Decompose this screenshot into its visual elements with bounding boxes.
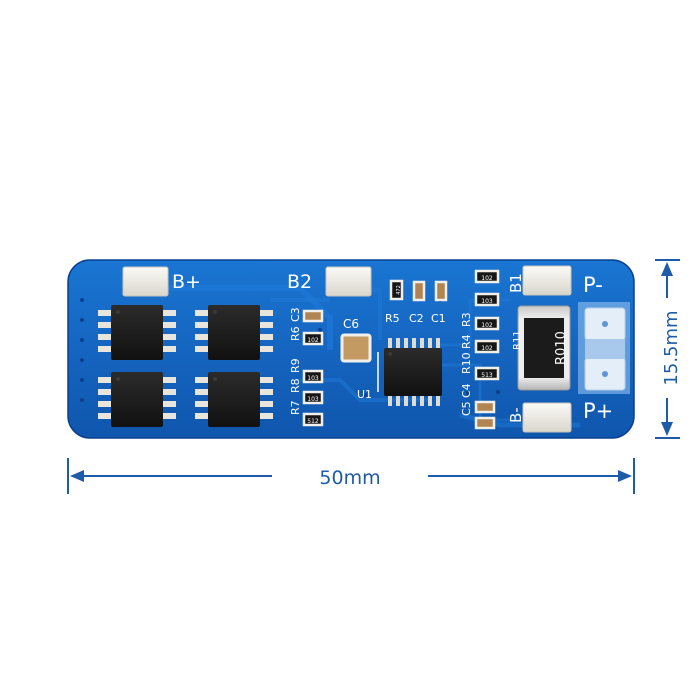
ref-r10: R10 <box>460 352 473 374</box>
label-p-plus: P+ <box>583 399 613 423</box>
pad-p-outputs <box>578 302 630 394</box>
component-markings: R010 102 103 103 512 102 103 102 102 513… <box>307 275 569 425</box>
ref-c3: C3 <box>289 307 302 322</box>
mosfet-chips <box>98 305 273 427</box>
width-label: 50mm <box>319 467 380 489</box>
code-r11: 102 <box>481 345 493 352</box>
silkscreen-labels: B+ B2 B1 P- P+ B- C6 C3 R6 R9 R8 R7 R5 C… <box>172 271 613 423</box>
ref-r8: R8 <box>289 378 302 393</box>
protection-ic-u1 <box>377 338 442 406</box>
shunt-marking: R010 <box>554 331 569 365</box>
code-r7: 512 <box>307 418 319 425</box>
code-r3: 102 <box>481 275 493 282</box>
ref-r4: R4 <box>460 334 473 349</box>
code-r8: 103 <box>307 396 319 403</box>
passive-components <box>302 269 500 430</box>
ref-r5: R5 <box>385 312 400 325</box>
pad-b-minus <box>522 402 572 433</box>
pad-b-plus <box>122 266 169 297</box>
height-label: 15.5mm <box>661 310 682 385</box>
ref-c2: C2 <box>409 312 424 325</box>
label-b1: B1 <box>507 273 525 293</box>
code-r5: 513 <box>481 372 493 379</box>
pad-b2 <box>325 266 372 297</box>
ref-r3: R3 <box>460 312 473 327</box>
code-r6: 102 <box>307 337 319 344</box>
code-r9: 103 <box>307 375 319 382</box>
label-b-minus: B- <box>507 407 525 423</box>
ref-c1: C1 <box>431 312 446 325</box>
ref-c6: C6 <box>343 317 359 331</box>
ref-u1: U1 <box>357 388 372 401</box>
code-c2: 472 <box>396 285 402 295</box>
ref-r6: R6 <box>289 326 302 341</box>
ref-r7: R7 <box>289 400 302 415</box>
shunt-resistor <box>517 305 571 391</box>
code-r10: 102 <box>481 322 493 329</box>
ref-r9: R9 <box>289 358 302 373</box>
pad-b1 <box>522 265 572 296</box>
dimension-width: 50mm <box>67 458 635 494</box>
label-b-plus: B+ <box>172 271 201 293</box>
ref-r11: R11 <box>512 330 523 350</box>
label-p-minus: P- <box>583 273 603 297</box>
dimension-height: 15.5mm <box>655 259 682 439</box>
ref-c4: C4 <box>460 383 473 398</box>
ref-c5: C5 <box>460 401 473 416</box>
code-r4: 103 <box>481 298 493 305</box>
label-b2: B2 <box>287 271 312 293</box>
